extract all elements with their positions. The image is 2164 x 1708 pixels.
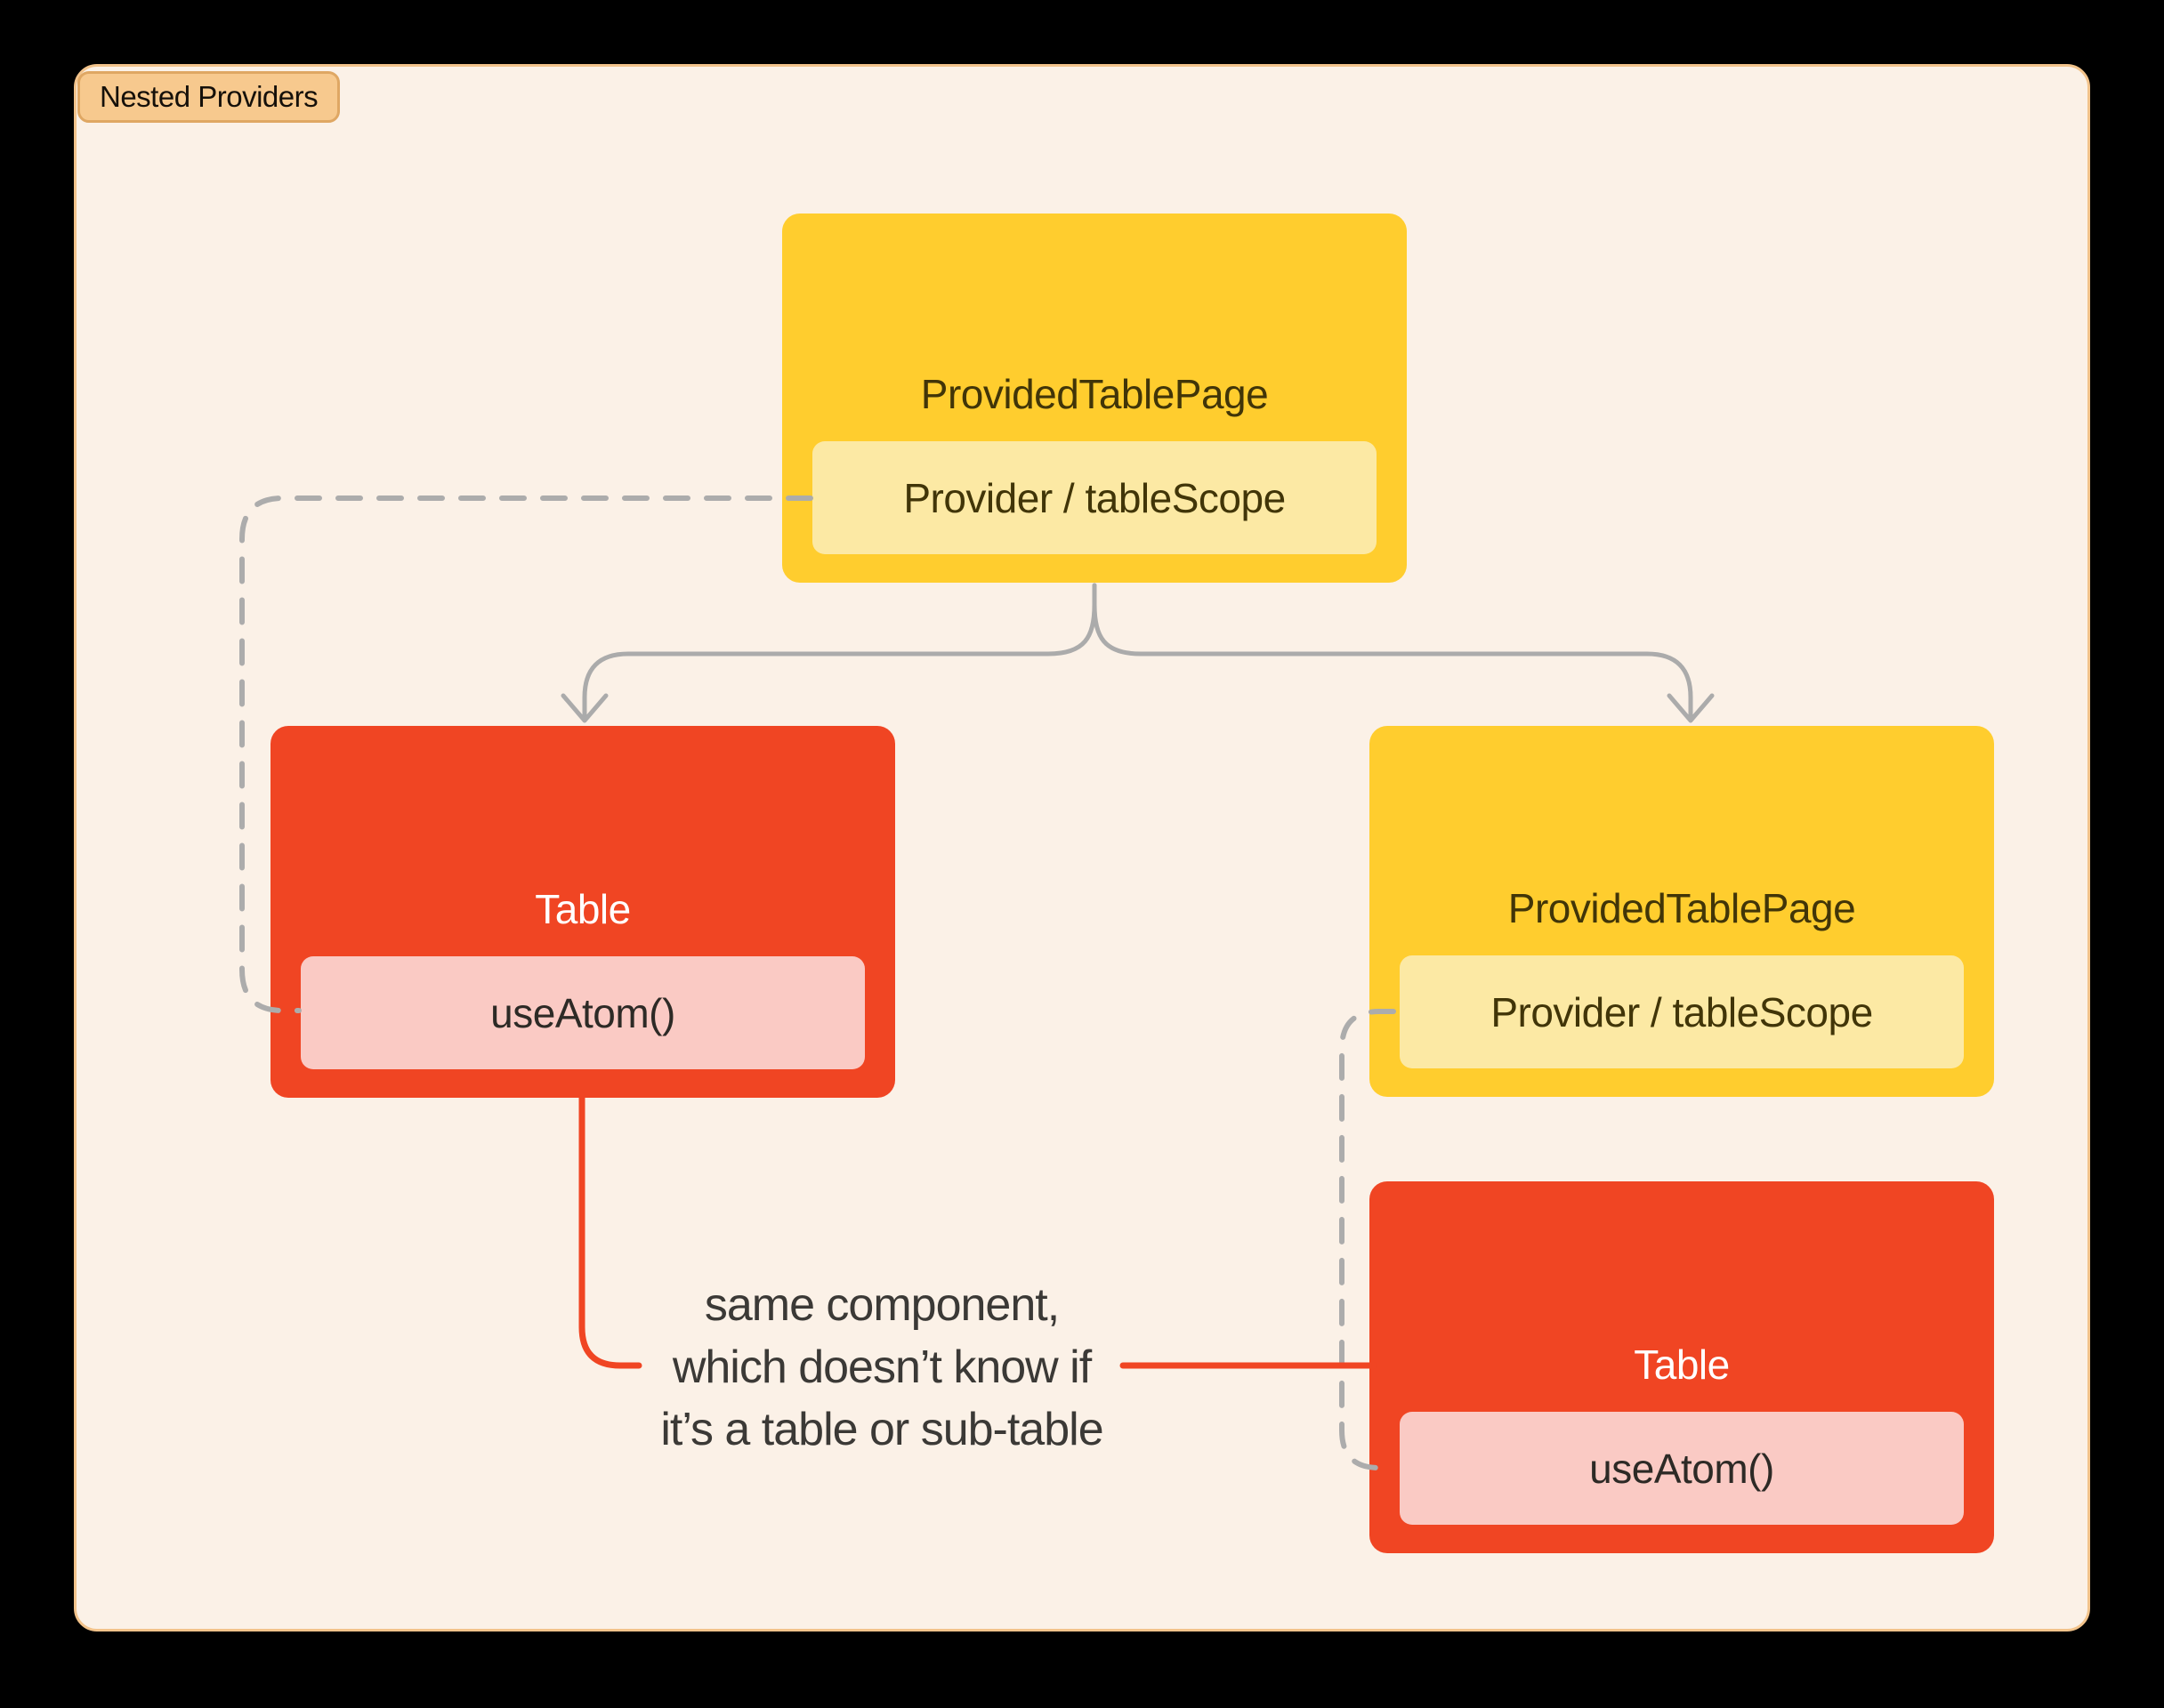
pill-label: useAtom() <box>1589 1445 1774 1492</box>
annotation-line: which doesn’t know if <box>672 1341 1092 1393</box>
annotation-text: same component, which doesn’t know if it… <box>570 1274 1193 1461</box>
provider-scope-pill: Provider / tableScope <box>1400 955 1964 1068</box>
use-atom-pill: useAtom() <box>301 956 865 1069</box>
pill-label: Provider / tableScope <box>1490 988 1873 1035</box>
pill-label: useAtom() <box>490 989 675 1036</box>
node-title: ProvidedTablePage <box>920 371 1269 417</box>
node-title: Table <box>1634 1341 1730 1388</box>
annotation-line: it’s a table or sub-table <box>660 1404 1103 1455</box>
node-nested-provided-table-page: ProvidedTablePage Provider / tableScope <box>1369 726 1994 1097</box>
node-root-provided-table-page: ProvidedTablePage Provider / tableScope <box>782 214 1407 583</box>
node-left-table: Table useAtom() <box>270 726 895 1098</box>
node-nested-table: Table useAtom() <box>1369 1181 1994 1553</box>
node-title: ProvidedTablePage <box>1507 885 1856 931</box>
annotation-line: same component, <box>704 1279 1060 1331</box>
diagram-title: Nested Providers <box>100 80 319 113</box>
use-atom-pill: useAtom() <box>1400 1412 1964 1525</box>
diagram-title-badge: Nested Providers <box>77 71 341 123</box>
node-title: Table <box>535 886 631 932</box>
pill-label: Provider / tableScope <box>903 474 1286 521</box>
provider-scope-pill: Provider / tableScope <box>812 441 1377 554</box>
